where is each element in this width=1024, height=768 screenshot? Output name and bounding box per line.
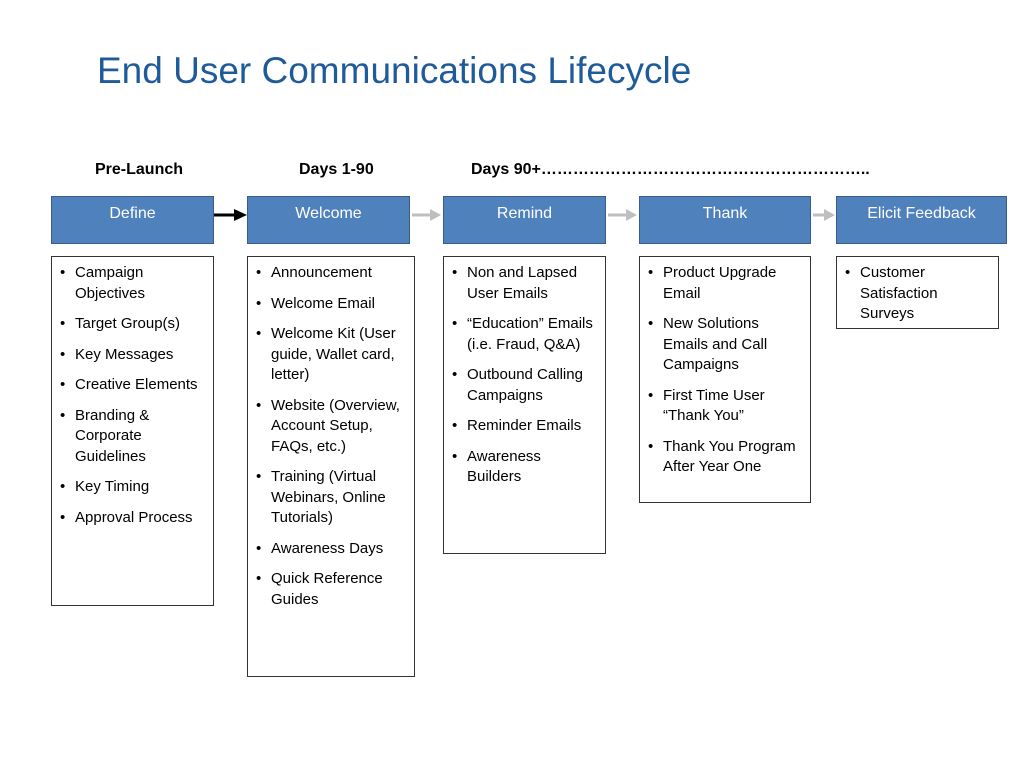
stage-elicit-feedback: Elicit Feedback — [836, 196, 1007, 244]
list-item: New Solutions Emails and Call Campaigns — [648, 314, 804, 376]
list-item: Creative Elements — [60, 375, 207, 396]
list-item: Non and Lapsed User Emails — [452, 263, 599, 304]
list-item: Website (Overview, Account Setup, FAQs, … — [256, 396, 408, 458]
define-list: Campaign Objectives Target Group(s) Key … — [60, 263, 207, 528]
list-item: Announcement — [256, 263, 408, 284]
welcome-list: Announcement Welcome Email Welcome Kit (… — [256, 263, 408, 610]
arrow-right-icon — [214, 209, 247, 221]
page-title: End User Communications Lifecycle — [97, 50, 692, 91]
stage-define: Define — [51, 196, 214, 244]
phase-label-pre-launch: Pre-Launch — [95, 161, 184, 178]
list-item: Welcome Kit (User guide, Wallet card, le… — [256, 324, 408, 386]
arrow-right-icon — [412, 209, 441, 221]
list-item: Customer Satisfaction Surveys — [845, 263, 992, 325]
thank-card: Product Upgrade Email New Solutions Emai… — [639, 256, 811, 503]
list-item: Key Messages — [60, 345, 207, 366]
list-item: Key Timing — [60, 477, 207, 498]
list-item: First Time User “Thank You” — [648, 386, 804, 427]
list-item: Welcome Email — [256, 294, 408, 315]
list-item: Product Upgrade Email — [648, 263, 804, 304]
phase-label-days-90-plus: Days 90+…………………………………………………….. — [471, 161, 870, 178]
list-item: Target Group(s) — [60, 314, 207, 335]
list-item: Quick Reference Guides — [256, 569, 408, 610]
list-item: Awareness Days — [256, 539, 408, 560]
list-item: Outbound Calling Campaigns — [452, 365, 599, 406]
list-item: Branding & Corporate Guidelines — [60, 406, 207, 468]
remind-card: Non and Lapsed User Emails “Education” E… — [443, 256, 606, 554]
remind-list: Non and Lapsed User Emails “Education” E… — [452, 263, 599, 488]
arrow-right-icon — [813, 209, 835, 221]
list-item: Awareness Builders — [452, 447, 599, 488]
list-item: “Education” Emails (i.e. Fraud, Q&A) — [452, 314, 599, 355]
stage-thank: Thank — [639, 196, 811, 244]
list-item: Campaign Objectives — [60, 263, 207, 304]
arrow-right-icon — [608, 209, 637, 221]
stage-welcome: Welcome — [247, 196, 410, 244]
list-item: Thank You Program After Year One — [648, 437, 804, 478]
stage-remind: Remind — [443, 196, 606, 244]
elicit-feedback-list: Customer Satisfaction Surveys — [845, 263, 992, 325]
list-item: Training (Virtual Webinars, Online Tutor… — [256, 467, 408, 529]
thank-list: Product Upgrade Email New Solutions Emai… — [648, 263, 804, 478]
welcome-card: Announcement Welcome Email Welcome Kit (… — [247, 256, 415, 677]
list-item: Approval Process — [60, 508, 207, 529]
list-item: Reminder Emails — [452, 416, 599, 437]
elicit-feedback-card: Customer Satisfaction Surveys — [836, 256, 999, 329]
define-card: Campaign Objectives Target Group(s) Key … — [51, 256, 214, 606]
phase-label-days-1-90: Days 1-90 — [299, 161, 374, 178]
